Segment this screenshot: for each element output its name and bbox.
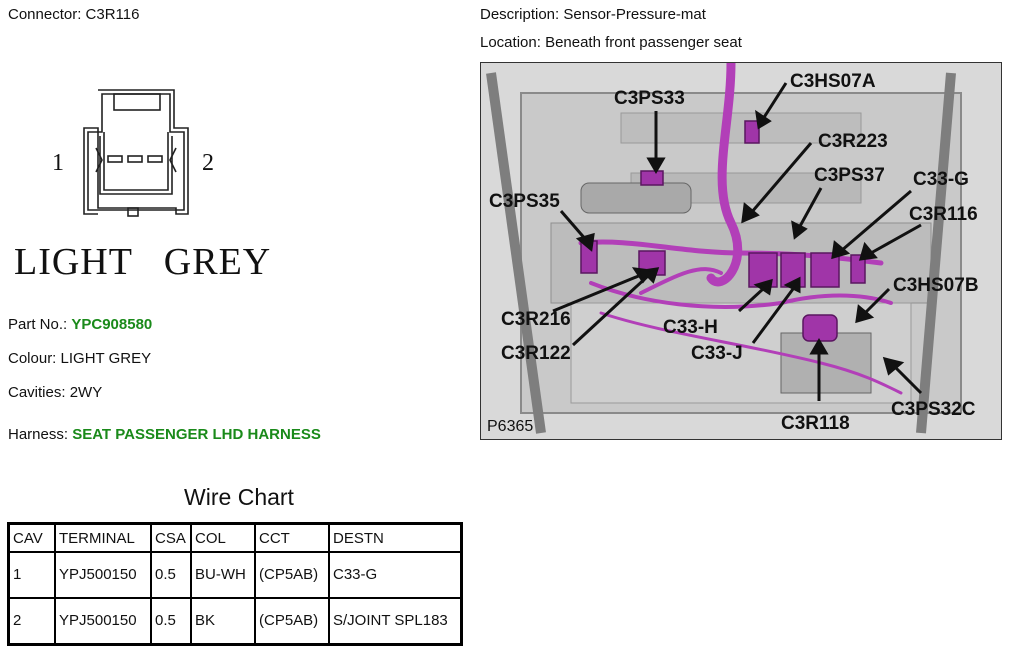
colour-line: Colour: LIGHT GREY	[8, 350, 151, 367]
header-cct: CCT	[254, 522, 330, 553]
cell-destn: C33-G	[328, 551, 463, 599]
callout-c3r216: C3R216	[501, 309, 571, 330]
cell-terminal: YPJ500150	[54, 597, 152, 646]
harness-line: Harness: SEAT PASSENGER LHD HARNESS	[8, 426, 321, 443]
description-label: Description:	[480, 6, 560, 23]
cavities-label: Cavities:	[8, 384, 66, 401]
connector-line: Connector: C3R116	[8, 6, 139, 23]
header-destn: DESTN	[328, 522, 463, 553]
callout-c3ps35: C3PS35	[489, 191, 560, 212]
cavities-value: 2WY	[69, 384, 103, 401]
location-line: Location: Beneath front passenger seat	[480, 34, 742, 51]
header-cav: CAV	[7, 522, 56, 553]
callout-c3hs07b: C3HS07B	[893, 275, 979, 296]
harness-value[interactable]: SEAT PASSENGER LHD HARNESS	[72, 426, 321, 443]
cell-terminal: YPJ500150	[54, 551, 152, 599]
table-row: 1 YPJ500150 0.5 BU-WH (CP5AB) C33-G	[7, 551, 463, 599]
part-number-label: Part No.:	[8, 316, 68, 333]
connector-face-drawing: 1 2	[40, 80, 240, 230]
callout-c3r223: C3R223	[818, 131, 888, 152]
wire-chart-table: CAV TERMINAL CSA COL CCT DESTN 1 YPJ5001…	[7, 522, 463, 646]
cell-cct: (CP5AB)	[254, 551, 330, 599]
callout-c3hs07a: C3HS07A	[790, 71, 876, 92]
cell-cct: (CP5AB)	[254, 597, 330, 646]
connector-colour-caption: LIGHT GREY	[14, 241, 272, 283]
cavities-line: Cavities: 2WY	[8, 384, 102, 401]
pin-label-left: 1	[52, 150, 64, 176]
callout-c33-g: C33-G	[913, 169, 969, 190]
harness-label: Harness:	[8, 426, 69, 443]
photo-callouts: C3PS33 C3HS07A C3R223 C3PS37 C33-G C3PS3…	[489, 71, 979, 434]
header-csa: CSA	[150, 522, 192, 553]
callout-c3r118: C3R118	[781, 413, 850, 434]
cell-csa: 0.5	[150, 597, 192, 646]
description-line: Description: Sensor-Pressure-mat	[480, 6, 706, 23]
callout-c3r122: C3R122	[501, 343, 571, 364]
callout-c33-h: C33-H	[663, 317, 718, 338]
callout-c33-j: C33-J	[691, 343, 743, 364]
header-terminal: TERMINAL	[54, 522, 152, 553]
description-value: Sensor-Pressure-mat	[563, 6, 706, 23]
pin-label-right: 2	[202, 150, 214, 176]
location-photo: C3PS33 C3HS07A C3R223 C3PS37 C33-G C3PS3…	[480, 62, 1002, 440]
cell-destn: S/JOINT SPL183	[328, 597, 463, 646]
colour-value: LIGHT GREY	[60, 350, 152, 367]
wire-chart-title: Wire Chart	[184, 484, 294, 510]
callout-c3ps37: C3PS37	[814, 165, 885, 186]
table-row: 2 YPJ500150 0.5 BK (CP5AB) S/JOINT SPL18…	[7, 597, 463, 646]
callout-c3r116: C3R116	[909, 204, 978, 225]
cell-cav: 2	[7, 597, 56, 646]
cell-col: BU-WH	[190, 551, 256, 599]
colour-label: Colour:	[8, 350, 57, 367]
wire-chart-header-row: CAV TERMINAL CSA COL CCT DESTN	[7, 522, 463, 553]
cell-cav: 1	[7, 551, 56, 599]
location-label: Location:	[480, 34, 541, 51]
callout-c3ps33: C3PS33	[614, 88, 685, 109]
connector-value: C3R116	[85, 6, 140, 23]
header-col: COL	[190, 522, 256, 553]
part-number-line: Part No.: YPC908580	[8, 316, 152, 333]
location-value: Beneath front passenger seat	[545, 34, 742, 51]
photo-id: P6365	[487, 418, 533, 435]
part-number-value[interactable]: YPC908580	[71, 316, 153, 333]
cell-csa: 0.5	[150, 551, 192, 599]
callout-c3ps32c: C3PS32C	[891, 399, 976, 420]
connector-label: Connector:	[8, 6, 82, 23]
cell-col: BK	[190, 597, 256, 646]
